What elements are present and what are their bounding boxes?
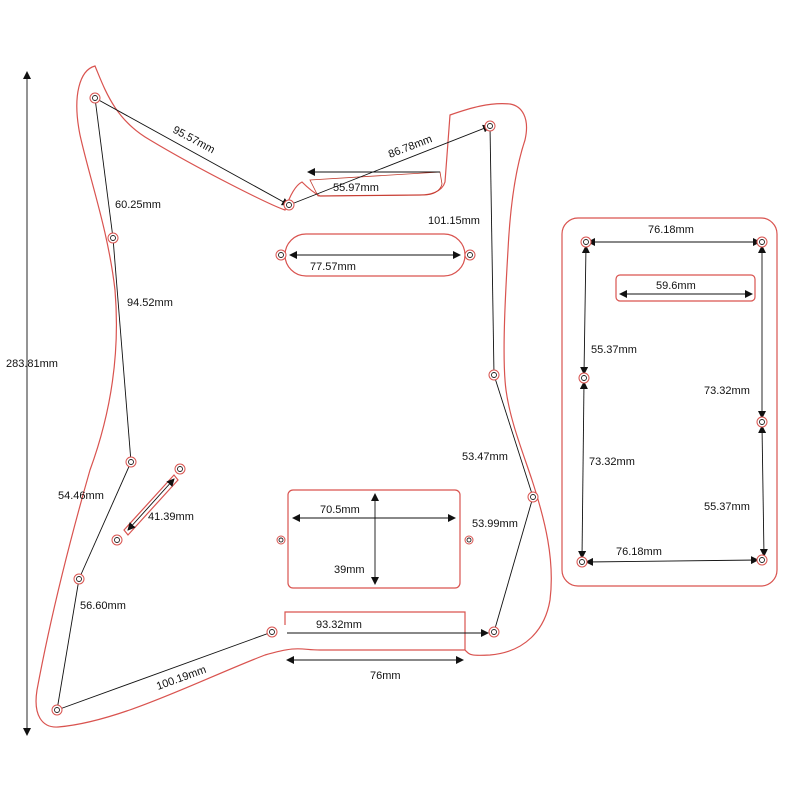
left-lower-label: 54.46mm — [58, 490, 104, 502]
left-middle-label: 94.52mm — [127, 297, 173, 309]
neck-pickup-cutout: 77.57mm — [284, 233, 466, 277]
screw-hole — [89, 92, 101, 104]
screw-hole — [484, 120, 496, 132]
neck-pickup-label: 77.57mm — [310, 261, 356, 273]
screw-hole — [276, 535, 286, 545]
right-middle-label: 53.47mm — [462, 451, 508, 463]
overall-height-dimension: 283.81mm — [6, 71, 58, 736]
screw-hole — [488, 369, 500, 381]
control-bottom-label: 76mm — [370, 670, 401, 682]
bottom-edge-label: 100.19mm — [155, 664, 208, 693]
screw-hole — [488, 626, 500, 638]
overall-height-label: 283.81mm — [6, 358, 58, 370]
pickguard-screw-holes — [51, 92, 539, 716]
switch-slot-label: 41.39mm — [148, 511, 194, 523]
screw-hole — [464, 249, 476, 261]
back-plate-slot-label: 59.6mm — [656, 280, 696, 292]
right-lower-label: 53.99mm — [472, 518, 518, 530]
screw-hole — [576, 556, 588, 568]
screw-hole — [51, 704, 63, 716]
right-upper-label: 101.15mm — [428, 215, 480, 227]
back-plate-left-lower-label: 73.32mm — [589, 456, 635, 468]
bridge-pickup-cutout: 70.5mm 39mm — [287, 489, 461, 589]
bridge-pickup-width-label: 70.5mm — [320, 504, 360, 516]
bridge-pickup-height-label: 39mm — [334, 564, 365, 576]
pickguard-outline — [35, 65, 552, 728]
screw-hole — [111, 534, 123, 546]
screw-hole — [756, 236, 768, 248]
back-plate-top-label: 76.18mm — [648, 224, 694, 236]
screw-hole — [125, 456, 137, 468]
screw-hole — [578, 372, 590, 384]
back-plate-right-upper-label: 73.32mm — [704, 385, 750, 397]
screw-hole — [464, 535, 474, 545]
control-cutout: 93.32mm 76mm — [284, 611, 489, 682]
screw-hole — [266, 626, 278, 638]
screw-hole — [283, 199, 295, 211]
screw-hole — [275, 249, 287, 261]
top-right-length-label: 86.78mm — [387, 133, 434, 161]
screw-hole — [174, 463, 186, 475]
back-plate-bottom-label: 76.18mm — [616, 546, 662, 558]
screw-hole — [756, 416, 768, 428]
left-bottom-label: 56.60mm — [80, 600, 126, 612]
back-plate-right-lower-label: 55.37mm — [704, 501, 750, 513]
screw-hole — [527, 491, 539, 503]
back-plate-left-upper-label: 55.37mm — [591, 344, 637, 356]
left-upper-label: 60.25mm — [115, 199, 161, 211]
screw-hole — [756, 554, 768, 566]
screw-hole — [580, 236, 592, 248]
neck-notch-label: 55.97mm — [333, 182, 379, 194]
screw-hole — [107, 232, 119, 244]
pickguard-dimension-lines — [56, 97, 534, 711]
switch-slot: 41.39mm — [123, 474, 194, 536]
screw-hole — [73, 573, 85, 585]
control-span-label: 93.32mm — [316, 619, 362, 631]
back-plate: 59.6mm 76.18mm 55.37mm 73.32mm 73.32mm 5… — [561, 217, 778, 587]
top-left-length-label: 95.57mm — [171, 124, 217, 156]
